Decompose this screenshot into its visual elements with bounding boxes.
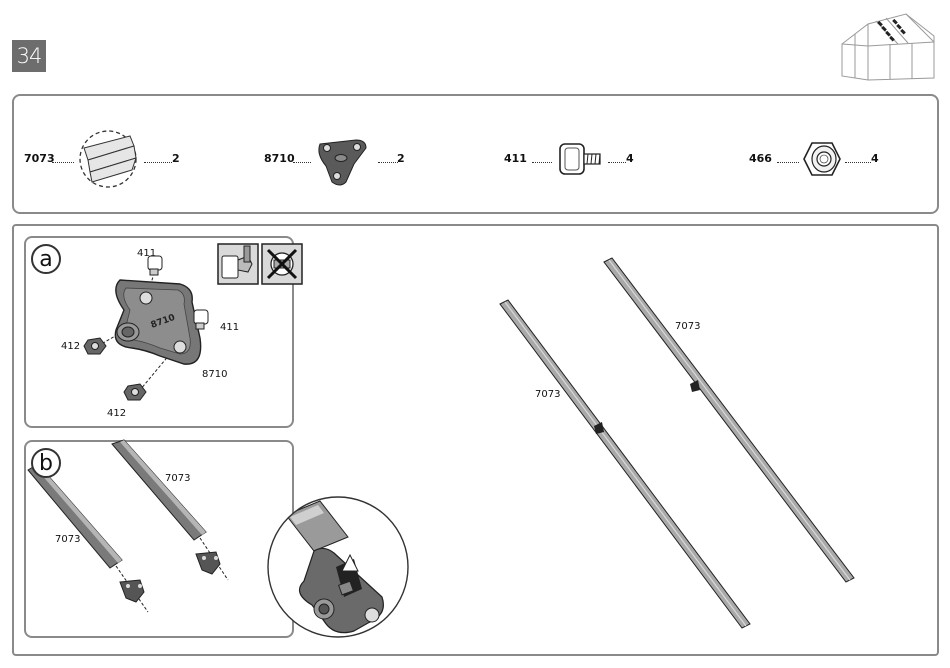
bracket-icon xyxy=(316,138,372,188)
part-qty: 4 xyxy=(871,152,879,165)
label-nut-bottom: 412 xyxy=(107,408,126,419)
label-main-profile-left: 7073 xyxy=(535,389,560,400)
parts-list-panel xyxy=(12,94,939,214)
wrench-no-icon xyxy=(262,244,302,284)
label-bolt-top: 411 xyxy=(137,248,156,259)
label-profile-left: 7073 xyxy=(55,534,80,545)
bolt-icon xyxy=(556,140,604,180)
dotted-leader xyxy=(608,162,626,163)
dotted-leader xyxy=(845,162,871,163)
part-qty: 4 xyxy=(626,152,634,165)
step-a-label: a xyxy=(31,244,61,274)
label-bracket: 8710 xyxy=(202,369,227,380)
part-qty: 2 xyxy=(172,152,180,165)
dotted-leader xyxy=(293,162,311,163)
nut-icon xyxy=(802,140,842,178)
part-code: 411 xyxy=(504,152,527,165)
dotted-leader xyxy=(52,162,74,163)
profile-left xyxy=(500,300,750,628)
step-b-label: b xyxy=(31,448,61,478)
dotted-leader xyxy=(378,162,398,163)
greenhouse-icon xyxy=(838,12,938,82)
main-profiles-drawing xyxy=(490,250,870,640)
label-profile-right: 7073 xyxy=(165,473,190,484)
dotted-leader xyxy=(777,162,799,163)
detail-zoom-circle xyxy=(264,497,412,637)
step-a-drawing: 8710 xyxy=(80,250,230,420)
label-nut-left: 412 xyxy=(61,341,80,352)
label-bolt-right: 411 xyxy=(220,322,239,333)
profile-right xyxy=(604,258,854,582)
part-code: 466 xyxy=(749,152,772,165)
part-code: 8710 xyxy=(264,152,295,165)
profile-section-icon xyxy=(78,128,138,190)
label-main-profile-right: 7073 xyxy=(675,321,700,332)
dotted-leader xyxy=(144,162,172,163)
part-code: 7073 xyxy=(24,152,55,165)
part-qty: 2 xyxy=(397,152,405,165)
dotted-leader xyxy=(532,162,552,163)
page-number: 34 xyxy=(12,40,46,72)
